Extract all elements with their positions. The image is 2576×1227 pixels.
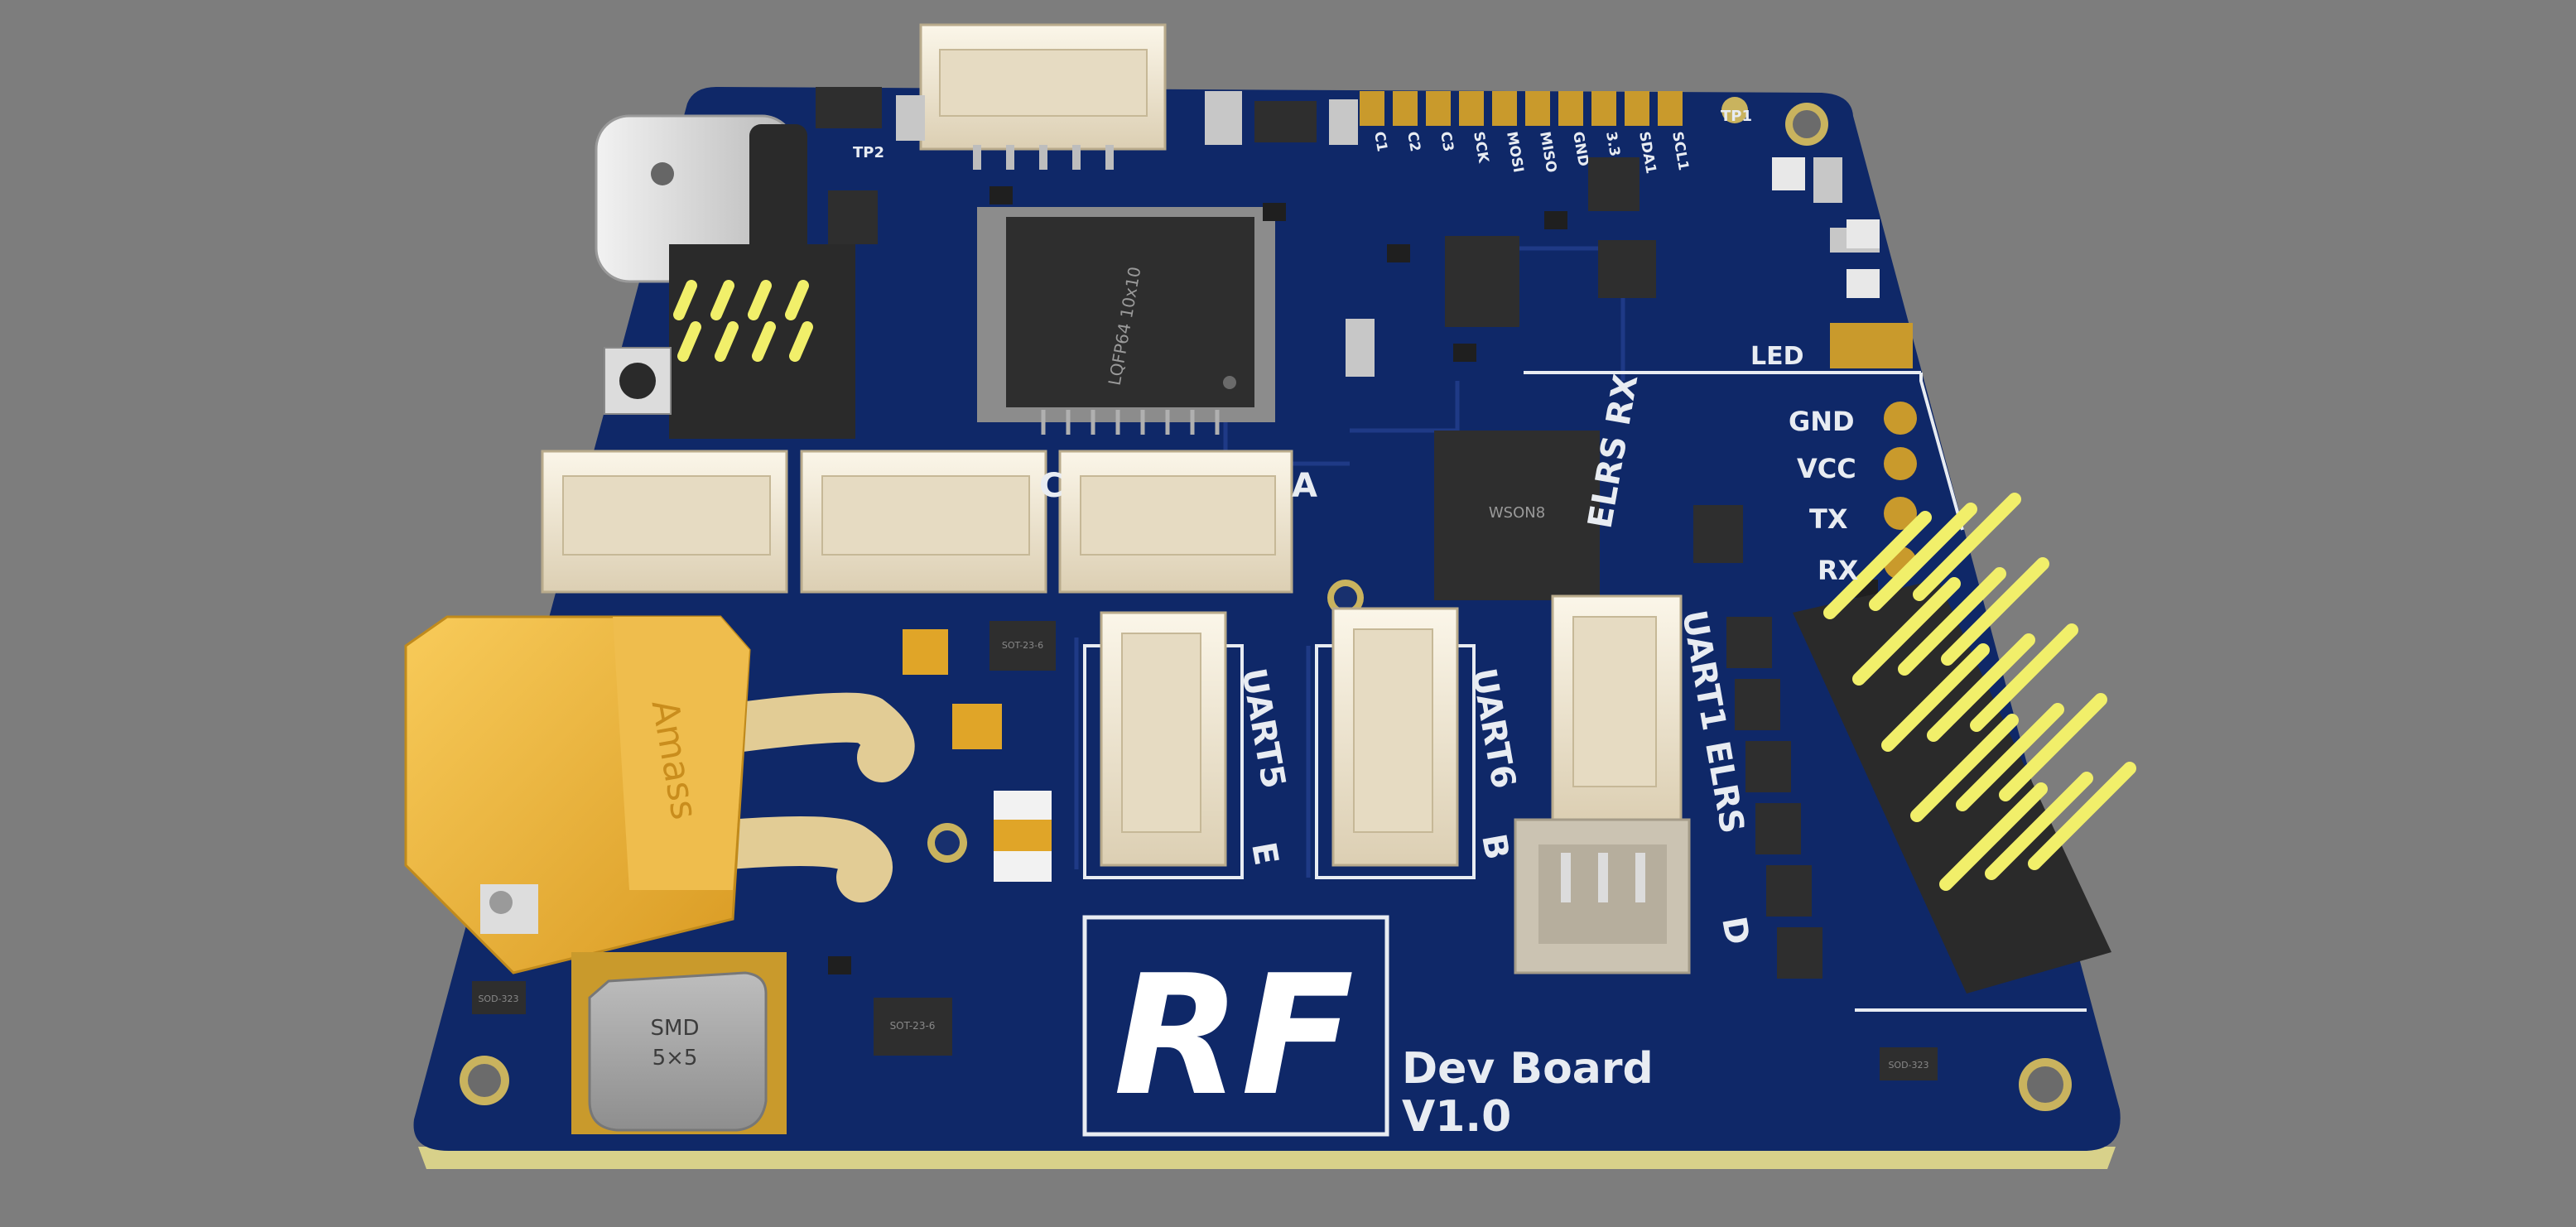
sot-label-top: SOT-23-6 xyxy=(1002,640,1043,651)
mounting-holes xyxy=(460,97,2072,1111)
connector-middle xyxy=(800,450,1047,594)
elrs-pads xyxy=(1884,402,1917,580)
top-header-pads xyxy=(1360,91,1683,126)
board-title: Dev Board xyxy=(1402,1044,1654,1094)
elrs-pin-tx: TX xyxy=(1809,503,1848,535)
top-pin-label: C1 xyxy=(1370,130,1390,152)
reset-button xyxy=(604,347,672,415)
top-pin-label: C2 xyxy=(1404,130,1423,152)
board-version: V1.0 xyxy=(1402,1092,1511,1142)
led-pad xyxy=(1830,323,1913,368)
tp1-label: TP1 xyxy=(1721,108,1752,125)
connector-c xyxy=(541,450,788,594)
elrs-pin-rx: RX xyxy=(1818,555,1859,586)
grey-connector xyxy=(1514,818,1691,974)
usb-c-connector xyxy=(595,114,807,283)
bottom-components: SOT-23-6 SOT-23-6 SOD-323 SOD-323 xyxy=(472,621,1938,1080)
mcu-chip: LQFP64 10x10 xyxy=(977,207,1275,435)
inductor-label-1: SMD xyxy=(651,1016,700,1041)
passive-components xyxy=(828,91,1880,1028)
flash-label: WSON8 xyxy=(1489,504,1545,522)
top-pin-labels: C1 C2 C3 SCK MOSI MISO GND 3.3 SDA1 SCL1 xyxy=(1370,130,1692,175)
flash-chip: WSON8 xyxy=(1434,431,1600,600)
inductor-label-2: 5×5 xyxy=(652,1046,698,1071)
elrs-pin-gnd: GND xyxy=(1789,406,1855,437)
ic-chips xyxy=(816,87,1743,563)
board-edge xyxy=(418,1147,2116,1169)
top-pin-label: C3 xyxy=(1437,130,1457,152)
connector-a xyxy=(1058,450,1293,594)
sod-label-right: SOD-323 xyxy=(1888,1060,1928,1071)
rf-logo: RF xyxy=(1082,915,1389,1137)
right-pin-header xyxy=(1793,493,2136,994)
left-pin-header xyxy=(669,244,855,439)
inductor: SMD 5×5 xyxy=(571,952,787,1134)
logo-text: RF xyxy=(1114,940,1355,1133)
connector-c-letter: C xyxy=(1039,467,1063,505)
tp2-label: TP2 xyxy=(853,144,884,161)
sot-chips-column xyxy=(1726,617,1822,979)
top-connector xyxy=(919,23,1167,170)
uart5-connector xyxy=(1100,611,1227,867)
led-label: LED xyxy=(1750,342,1804,371)
xt60-connector: Amass xyxy=(404,615,915,974)
elrs-pin-vcc: VCC xyxy=(1797,453,1856,484)
sod-label-left: SOD-323 xyxy=(478,994,518,1004)
elrs-connector xyxy=(1551,594,1683,821)
connector-a-letter: A xyxy=(1292,467,1317,505)
uart6-connector xyxy=(1331,607,1459,867)
sot-label-bottom: SOT-23-6 xyxy=(890,1020,936,1032)
uart1-letter: D xyxy=(1714,914,1756,948)
